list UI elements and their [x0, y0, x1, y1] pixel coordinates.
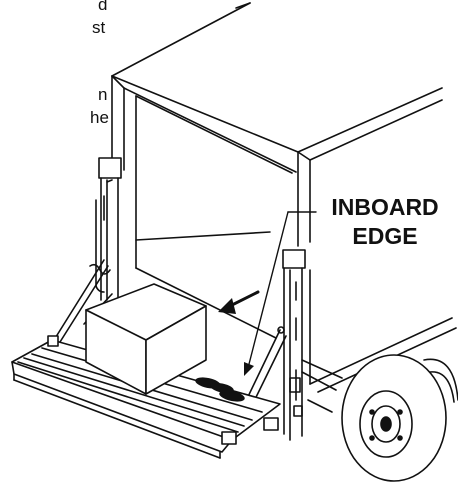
- callout-line-2: EDGE: [352, 223, 418, 249]
- rear-wheels: [341, 354, 458, 482]
- callout-line-1: INBOARD: [331, 194, 439, 220]
- cargo-box: [85, 283, 207, 395]
- direction-arrow: [218, 290, 260, 314]
- chassis: [301, 359, 343, 413]
- left-lift-column: [89, 157, 122, 301]
- text-fragment-3: n: [98, 85, 108, 104]
- inboard-edge-callout: INBOARD EDGE: [312, 193, 458, 251]
- text-fragment-2: st: [92, 18, 106, 37]
- right-lift-column: [282, 249, 306, 441]
- callout-leader: [244, 211, 317, 376]
- text-fragment-4: he: [90, 108, 109, 127]
- text-fragment-1: d: [98, 0, 108, 14]
- footprint-markings: [195, 377, 245, 402]
